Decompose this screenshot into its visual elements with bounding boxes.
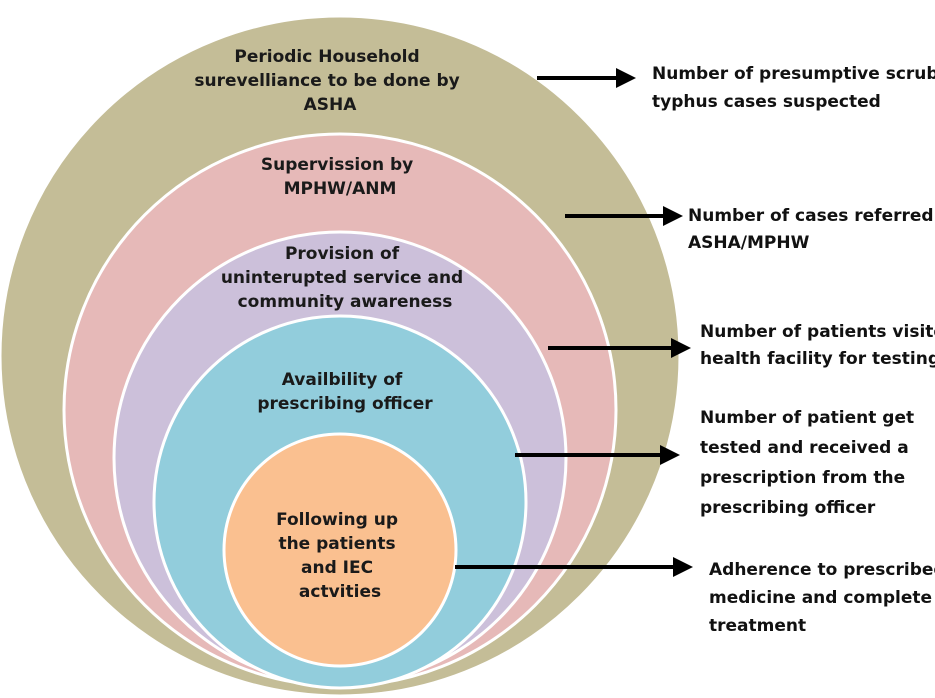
outcome-patients-visited: Number of patients visited health facili… [700,322,935,369]
outcome-cases-referred: Number of cases referred by ASHA/MPHW [688,206,935,253]
ring-label-service-provision: Provision of uninterupted service and co… [221,244,469,312]
arrow-patients-tested [515,445,680,465]
ring-label-prescribing-officer: Availbility of prescribing officer [257,370,433,414]
outcome-presumptive-cases: Number of presumptive scrub typhus cases… [652,64,935,112]
arrow-head-icon [616,68,636,88]
ring-label-supervision: Supervission by MPHW/ANM [261,155,419,199]
ring-label-follow-up: Following up the patients and IEC actvit… [276,510,404,602]
arrow-cases-referred [565,206,683,226]
arrow-presumptive-cases [537,68,636,88]
outcome-patients-tested: Number of patient get tested and receive… [700,408,920,518]
arrow-adherence [455,557,693,577]
ring-group [0,14,682,698]
arrow-head-icon [660,445,680,465]
arrow-patients-visited [548,338,691,358]
ring-label-household-surveillance: Periodic Household surevelliance to be d… [194,47,465,115]
arrow-head-icon [663,206,683,226]
arrow-head-icon [673,557,693,577]
ring-follow-up [222,432,458,668]
arrow-head-icon [671,338,691,358]
outcome-adherence: Adherence to prescribed medicine and com… [709,560,935,636]
